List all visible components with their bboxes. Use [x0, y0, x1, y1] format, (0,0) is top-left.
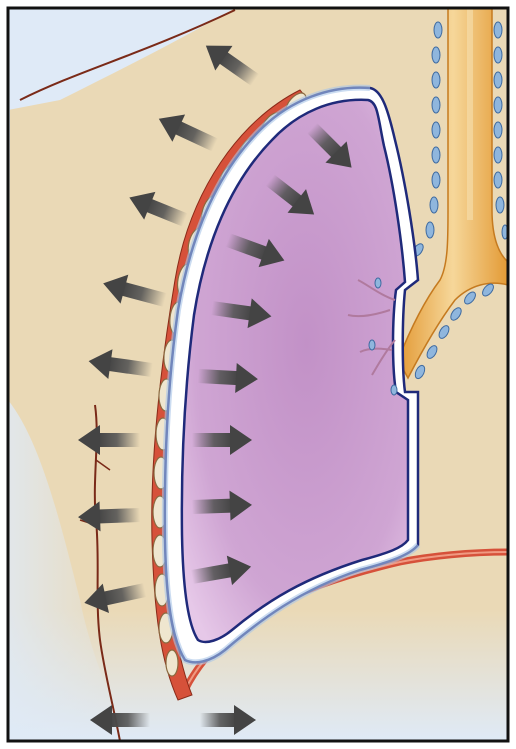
cartilage [432, 147, 440, 163]
cartilage [494, 122, 502, 138]
cartilage [496, 197, 504, 213]
cartilage [432, 97, 440, 113]
lymph-node [375, 278, 381, 288]
cartilage [432, 47, 440, 63]
cartilage [430, 197, 438, 213]
lymph-node [391, 385, 397, 395]
rib [166, 650, 178, 676]
cartilage [494, 147, 502, 163]
lymph-node [369, 340, 375, 350]
cartilage [494, 97, 502, 113]
cartilage [432, 122, 440, 138]
cartilage [494, 172, 502, 188]
cartilage [434, 22, 442, 38]
cartilage [494, 47, 502, 63]
cartilage [494, 22, 502, 38]
cartilage [426, 222, 434, 238]
cartilage [432, 172, 440, 188]
cartilage [494, 72, 502, 88]
cartilage [432, 72, 440, 88]
